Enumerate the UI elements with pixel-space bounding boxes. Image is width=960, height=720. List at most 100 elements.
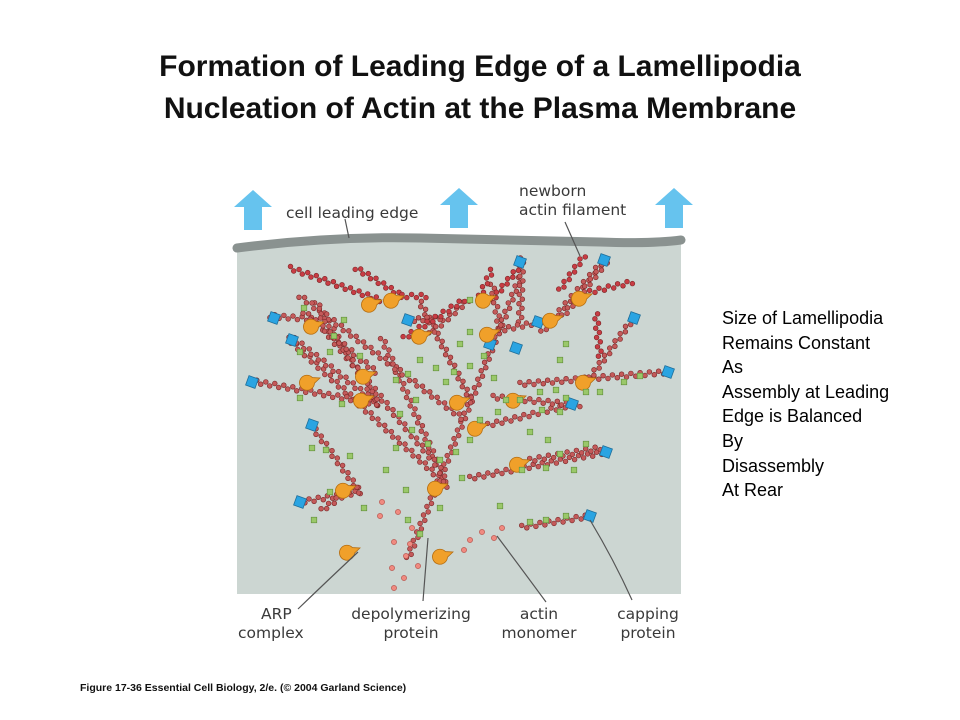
depolymerizing-protein-icon (356, 352, 364, 360)
actin-subunit (476, 382, 482, 388)
actin-subunit (519, 324, 526, 330)
depolymerizing-protein-icon (416, 356, 424, 364)
actin-subunit (444, 452, 450, 459)
actin-subunit (456, 298, 462, 304)
actin-subunit (517, 416, 523, 422)
actin-monomer-icon (407, 541, 413, 547)
actin-subunit (423, 465, 430, 472)
actin-subunit (407, 403, 413, 409)
actin-subunit (455, 376, 461, 382)
actin-subunit (281, 312, 287, 319)
actin-subunit (349, 347, 355, 353)
leader-line-monomer (496, 535, 547, 603)
actin-subunit (420, 512, 427, 518)
actin-subunit (365, 270, 371, 277)
actin-subunit (438, 313, 444, 320)
actin-monomer-icon (377, 513, 383, 519)
actin-subunit (438, 344, 445, 350)
actin-subunit (285, 386, 291, 392)
actin-subunit (312, 391, 318, 397)
actin-subunit (300, 310, 306, 316)
side-note-line: At Rear (722, 480, 784, 501)
depolymerizing-protein-icon (496, 502, 504, 510)
actin-subunit (318, 438, 325, 445)
depolymerizing-protein-icon (494, 408, 502, 416)
actin-subunit (454, 303, 460, 310)
actin-subunit (315, 494, 321, 500)
depolymerizing-protein-icon (322, 446, 330, 454)
actin-subunit (483, 275, 490, 281)
actin-subunit (406, 377, 413, 384)
actin-subunit (359, 292, 365, 299)
actin-subunit (516, 282, 523, 289)
actin-subunit (320, 497, 326, 503)
leader-line-leading-edge (344, 218, 350, 239)
actin-subunit (305, 269, 311, 276)
actin-subunit (461, 410, 467, 416)
actin-subunit (403, 394, 410, 401)
actin-subunit (335, 392, 341, 398)
actin-subunit (392, 366, 398, 373)
actin-subunit (509, 291, 515, 298)
actin-subunit (425, 509, 431, 515)
actin-subunit (592, 289, 598, 296)
actin-subunit (434, 336, 440, 342)
depolymerizing-protein-icon (582, 388, 590, 396)
actin-subunit (588, 448, 594, 454)
actin-subunit (494, 396, 501, 402)
actin-subunit (419, 442, 426, 448)
actin-subunit (485, 470, 491, 476)
actin-subunit (452, 310, 458, 317)
actin-subunit (414, 383, 420, 389)
plasma-membrane (232, 233, 686, 253)
actin-subunit (419, 383, 426, 389)
depolymerizing-protein-icon (538, 406, 546, 414)
actin-monomer-icon (491, 535, 497, 541)
actin-subunit (329, 453, 335, 459)
capping-protein-icon (597, 253, 611, 267)
actin-subunit (411, 543, 418, 549)
actin-subunit (451, 435, 457, 442)
depolymerizing-protein-icon (360, 504, 368, 512)
actin-subunit (499, 282, 505, 289)
actin-subunit (544, 409, 550, 415)
newborn-actin-filament (586, 278, 636, 296)
actin-subunit (415, 315, 422, 321)
capping-protein-shape (285, 333, 299, 347)
actin-subunit (315, 357, 322, 363)
actin-subunit (545, 452, 552, 458)
actin-subunit (519, 305, 525, 311)
actin-monomer-icon (461, 547, 467, 553)
actin-subunit (622, 323, 629, 329)
actin-subunit (368, 410, 374, 416)
actin-subunit (532, 458, 538, 464)
actin-subunit (309, 300, 315, 306)
actin-subunit (415, 454, 422, 460)
label-capping-line-1: capping (617, 605, 679, 623)
actin-subunit (324, 505, 330, 512)
actin-subunit (321, 328, 328, 334)
arp-complex-icon (427, 480, 449, 497)
arp-complex-icon (571, 290, 593, 307)
actin-subunit (322, 371, 328, 378)
actin-subunit (281, 382, 287, 388)
actin-subunit (446, 308, 452, 315)
actin-subunit (325, 500, 332, 507)
actin-subunit (375, 350, 381, 356)
actin-subunit (400, 333, 406, 340)
actin-subunit (263, 379, 269, 385)
actin-subunit (456, 370, 462, 376)
actin-subunit (541, 456, 547, 462)
actin-subunit (375, 280, 381, 287)
actin-subunit (459, 304, 465, 311)
actin-subunit (496, 313, 502, 319)
actin-subunit (378, 392, 384, 399)
actin-subunit (586, 271, 593, 278)
actin-subunit (355, 365, 361, 371)
actin-subunit (386, 347, 392, 353)
arp-complex-icon (335, 482, 357, 499)
slide-title: Formation of Leading Edge of a Lamellipo… (0, 46, 960, 130)
actin-subunit (564, 310, 570, 317)
actin-subunit (478, 368, 484, 374)
depolymerizing-protein-icon (330, 332, 338, 340)
